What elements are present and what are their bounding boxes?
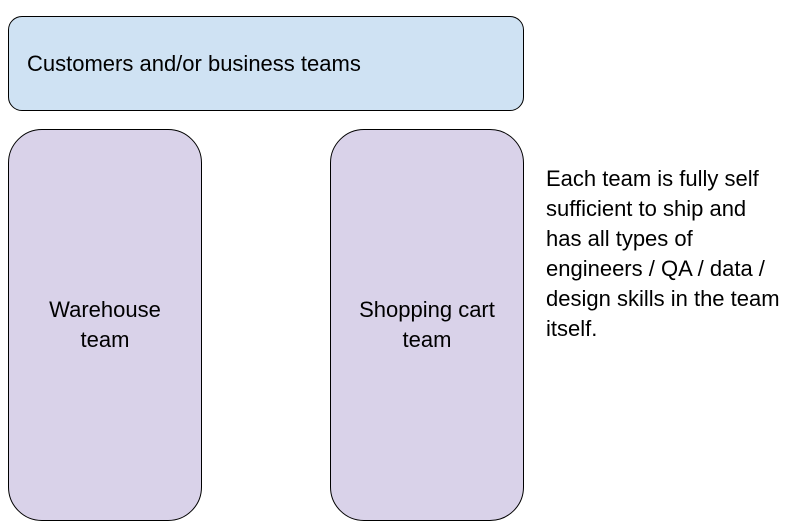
shopping-cart-team-label: Shopping cart team — [359, 297, 495, 352]
team-description-note: Each team is fully self sufficient to sh… — [546, 166, 780, 341]
shopping-cart-team-box: Shopping cart team — [330, 129, 524, 521]
customers-business-teams-label: Customers and/or business teams — [27, 50, 361, 76]
warehouse-team-box: Warehouse team — [8, 129, 202, 521]
customers-business-teams-box: Customers and/or business teams — [8, 16, 524, 111]
warehouse-team-label: Warehouse team — [49, 297, 161, 352]
